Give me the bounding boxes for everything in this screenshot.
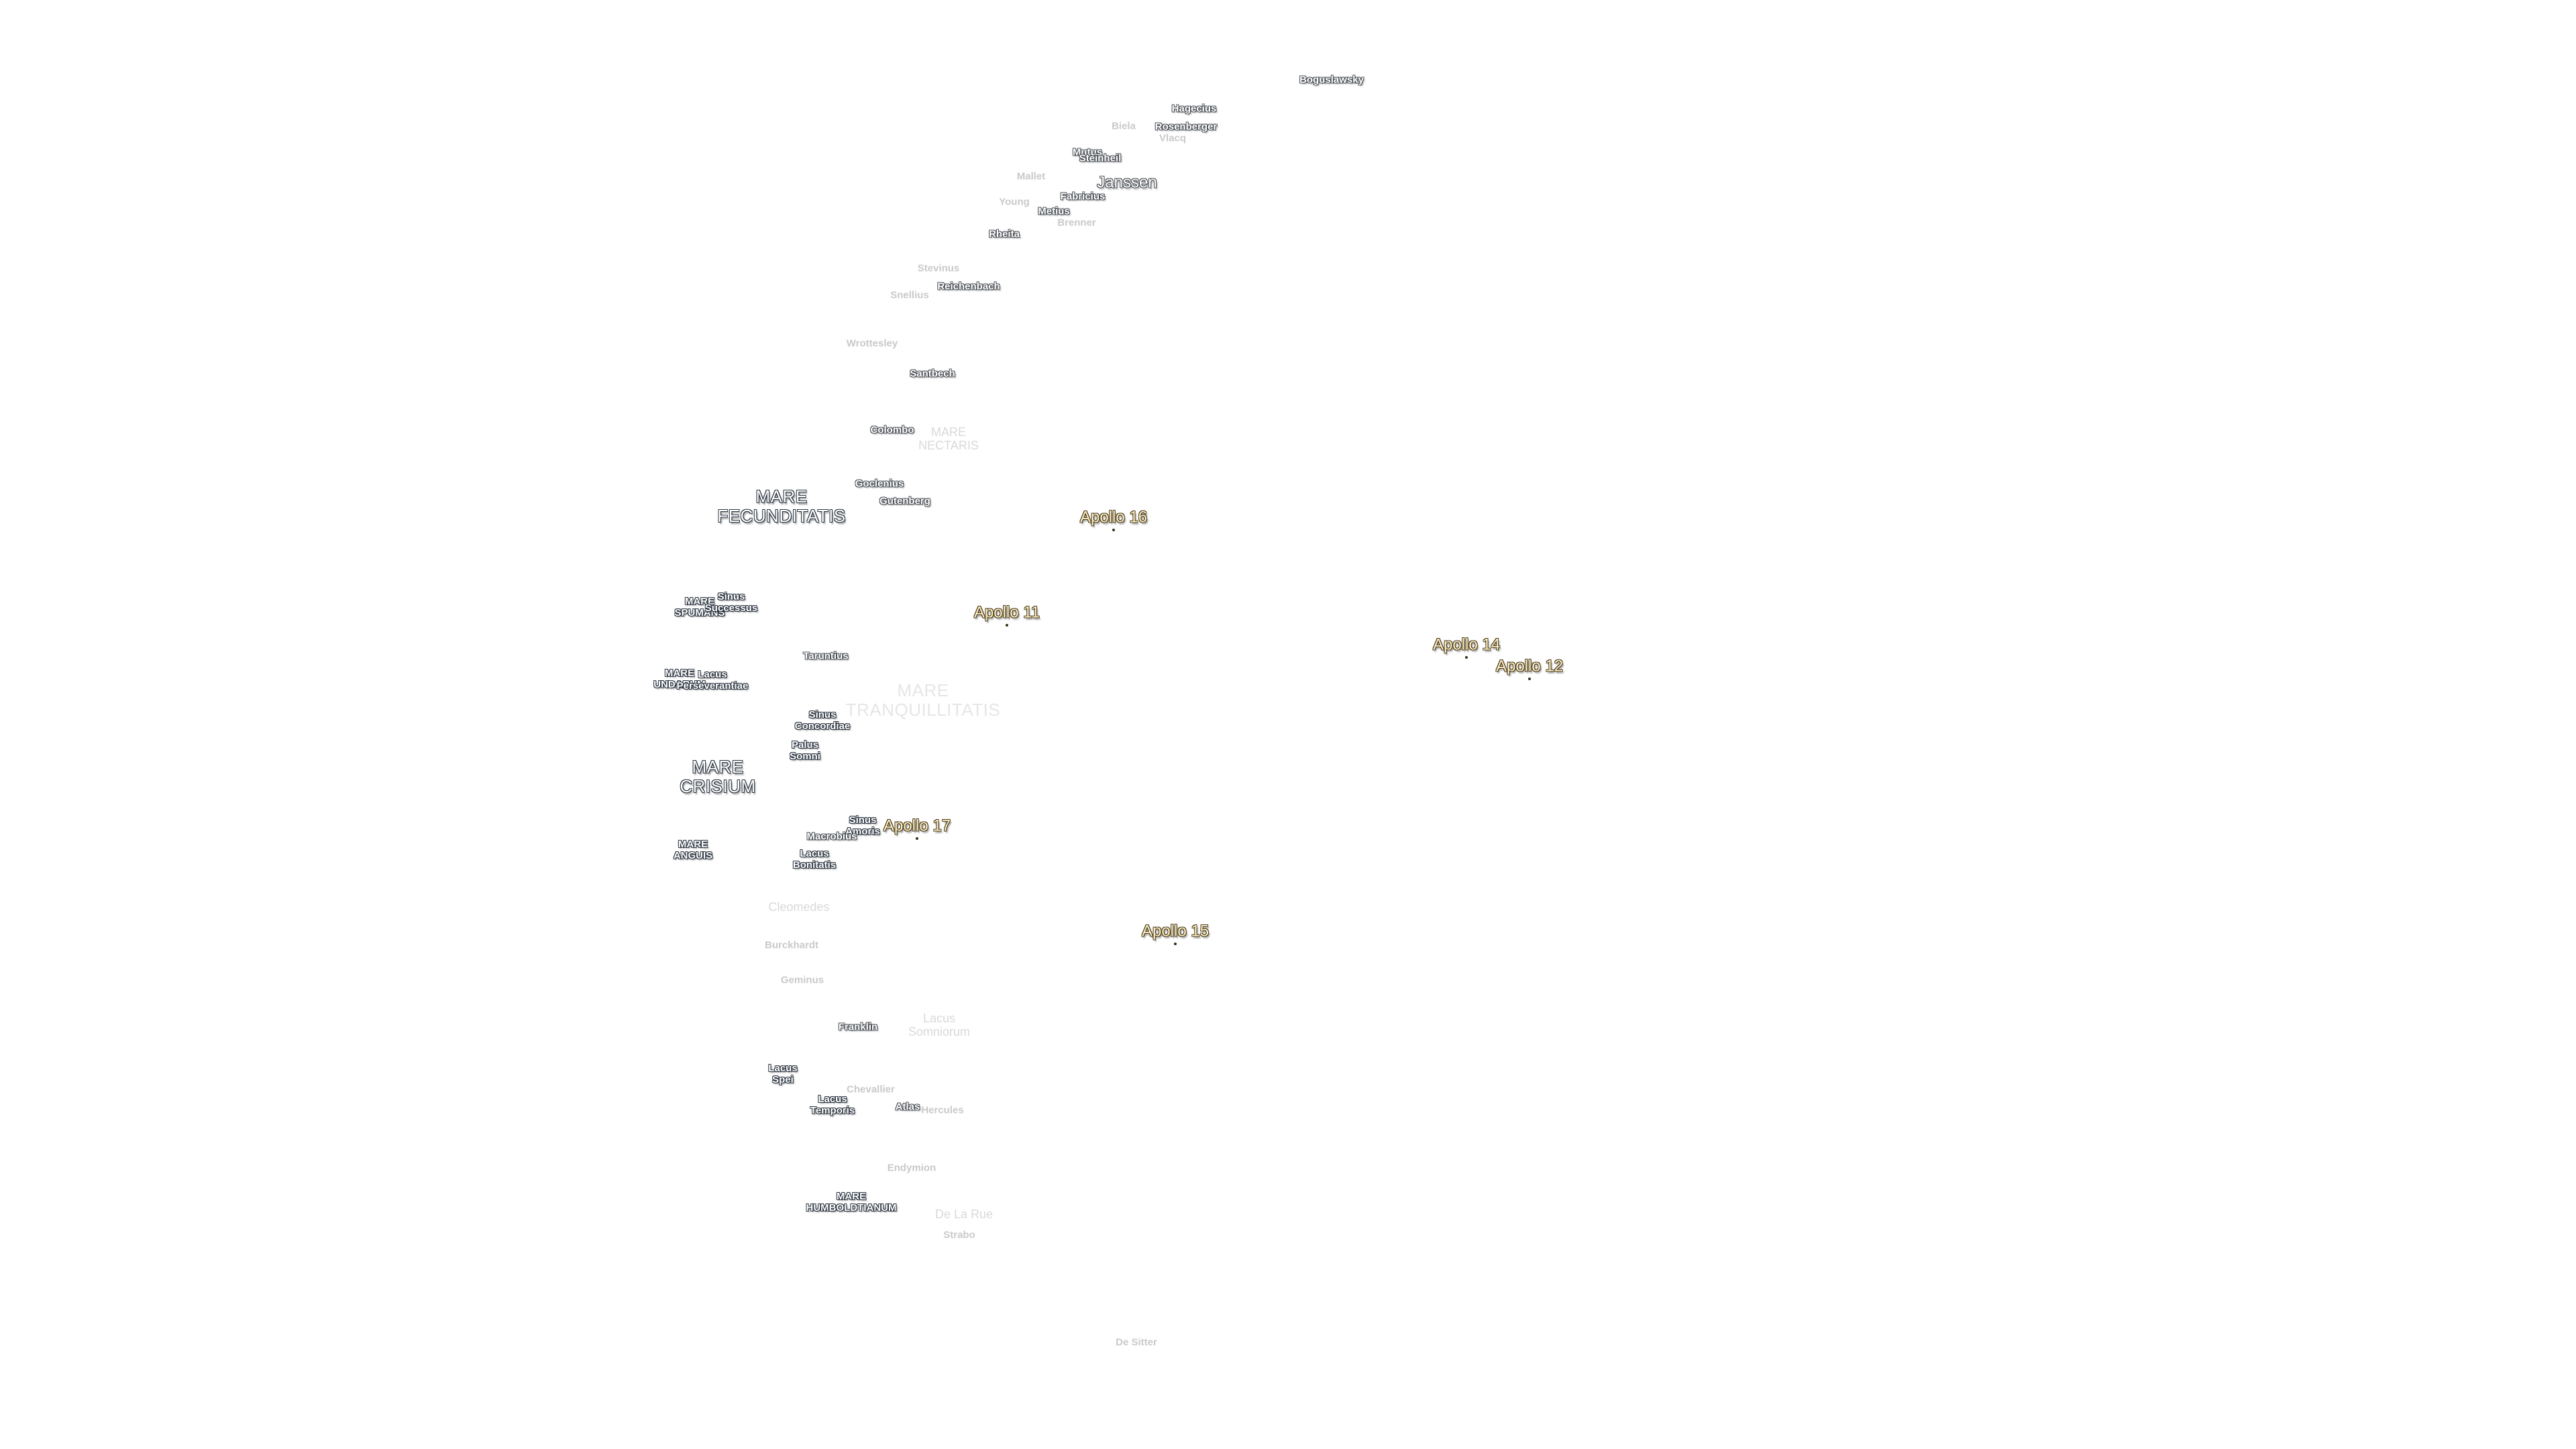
- atlas-label: Atlas: [895, 1101, 920, 1113]
- janssen-label: Janssen: [1097, 173, 1157, 192]
- lacus-bonitatis-label: Lacus Bonitatis: [792, 848, 837, 871]
- mutus-label: Mutus: [1072, 146, 1103, 158]
- apollo-17-label: Apollo 17: [883, 816, 951, 835]
- biela-label: Biela: [1112, 120, 1136, 132]
- taruntius-label: Taruntius: [803, 650, 849, 662]
- apollo-15-site-marker: [1174, 943, 1177, 945]
- lacus-spei-label: Lacus Spei: [768, 1063, 798, 1085]
- hagecius-label: Hagecius: [1171, 103, 1217, 115]
- macrobius-label: Macrobius: [806, 830, 857, 843]
- palus-somni-label: Palus Somni: [790, 739, 820, 762]
- mallet-label: Mallet: [1016, 170, 1046, 182]
- goclenius-label: Goclenius: [855, 478, 904, 490]
- reichenbach-label: Reichenbach: [937, 280, 1000, 292]
- chevallier-label: Chevallier: [847, 1083, 895, 1095]
- de-la-rue-label: De La Rue: [934, 1207, 994, 1221]
- burckhardt-label: Burckhardt: [764, 939, 819, 951]
- lacus-somniorum-label: Lacus Somniorum: [908, 1011, 971, 1038]
- cleomedes-label: Cleomedes: [768, 900, 830, 914]
- rosenberger-label: Rosenberger: [1155, 121, 1218, 133]
- mare-undarum-label: MARE UNDARUM: [653, 667, 706, 690]
- lacus-perseverantiae-label: Lacus Perseverantiae: [676, 669, 749, 692]
- brenner-label: Brenner: [1057, 217, 1096, 229]
- young-label: Young: [999, 196, 1030, 208]
- apollo-14-site-marker: [1465, 656, 1468, 659]
- endymion-label: Endymion: [887, 1162, 936, 1174]
- snellius-label: Snellius: [890, 289, 929, 301]
- mare-fecunditatis-label: MARE FECUNDITATIS: [717, 486, 846, 526]
- colombo-label: Colombo: [870, 424, 914, 436]
- stevinus-label: Stevinus: [917, 262, 960, 274]
- lacus-temporis-label: Lacus Temporis: [810, 1093, 855, 1116]
- apollo-15-label: Apollo 15: [1141, 922, 1210, 941]
- apollo-11-site-marker: [1006, 624, 1008, 627]
- mare-tranquillitatis-label: MARE TRANQUILLITATIS: [845, 680, 1001, 720]
- santbech-label: Santbech: [910, 368, 955, 380]
- boguslawsky-label: Boguslawsky: [1299, 74, 1364, 86]
- gutenberg-label: Gutenberg: [879, 495, 930, 507]
- de-sitter-label: De Sitter: [1116, 1336, 1157, 1348]
- hercules-label: Hercules: [921, 1104, 964, 1116]
- strabo-label: Strabo: [943, 1229, 975, 1241]
- sinus-amoris-label: Sinus Amoris: [845, 814, 880, 837]
- apollo-11-label: Apollo 11: [973, 603, 1040, 622]
- metius-label: Metius: [1038, 205, 1070, 217]
- franklin-label: Franklin: [838, 1021, 878, 1033]
- mare-humboldtianum-label: MARE HUMBOLDTIANUM: [806, 1191, 897, 1214]
- apollo-17-site-marker: [916, 837, 918, 840]
- mare-crisium-label: MARE CRISIUM: [680, 756, 756, 796]
- sinus-concordiae-label: Sinus Concordiae: [794, 709, 851, 732]
- apollo-16-site-marker: [1112, 529, 1115, 531]
- mare-spumans-label: MARE SPUMANS: [674, 596, 725, 619]
- wrottesley-label: Wrottesley: [846, 337, 898, 350]
- apollo-16-label: Apollo 16: [1079, 508, 1148, 527]
- fabricius-label: Fabricius: [1060, 191, 1106, 203]
- geminus-label: Geminus: [780, 974, 824, 986]
- apollo-12-label: Apollo 12: [1495, 657, 1564, 676]
- steinheil-label: Steinheil: [1079, 152, 1122, 164]
- vlacq-label: Vlacq: [1159, 132, 1187, 144]
- apollo-12-site-marker: [1528, 678, 1531, 680]
- apollo-14-label: Apollo 14: [1432, 635, 1501, 654]
- sinus-successus-label: Sinus Successus: [704, 591, 758, 614]
- mare-anguis-label: MARE ANGUIS: [673, 839, 713, 861]
- rheita-label: Rheita: [989, 228, 1020, 240]
- mare-nectaris-label: MARE NECTARIS: [918, 425, 979, 452]
